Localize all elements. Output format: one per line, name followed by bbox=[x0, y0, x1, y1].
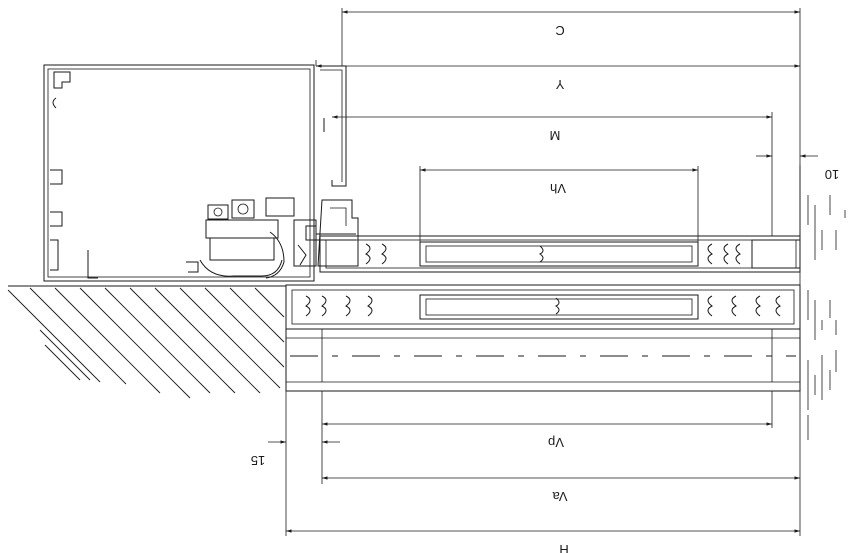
door-leaf bbox=[285, 328, 801, 392]
ground-hatching bbox=[7, 285, 286, 399]
dimension-labels: C Y M Vh Vp Va H 10 15 bbox=[251, 23, 839, 553]
lower-rail bbox=[285, 284, 801, 330]
dimension-lines bbox=[268, 10, 818, 533]
right-wall-edge bbox=[799, 165, 846, 445]
upper-rail bbox=[316, 65, 801, 273]
label-Vh: Vh bbox=[550, 181, 566, 196]
label-M: M bbox=[550, 128, 561, 143]
label-Va: Va bbox=[552, 489, 568, 504]
label-15: 15 bbox=[251, 453, 265, 468]
label-C: C bbox=[555, 23, 564, 38]
drive-assembly bbox=[199, 197, 356, 279]
label-H: H bbox=[559, 542, 568, 553]
label-10: 10 bbox=[825, 167, 839, 182]
housing-profile bbox=[43, 64, 315, 282]
label-Y: Y bbox=[555, 77, 564, 92]
extension-lines bbox=[285, 8, 801, 536]
label-Vp: Vp bbox=[548, 435, 564, 450]
